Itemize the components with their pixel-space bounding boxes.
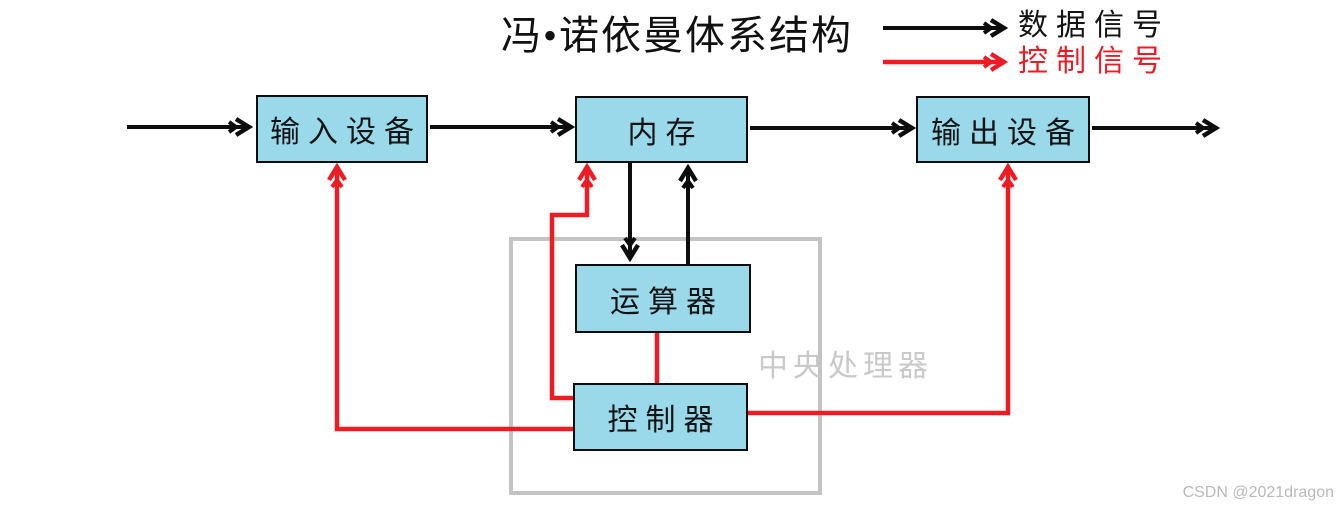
page-title: 冯•诺依曼体系结构	[500, 13, 853, 58]
node-memory-label: 内存	[627, 116, 704, 150]
node-input-device-label: 输入设备	[270, 116, 422, 149]
node-input-device: 输入设备	[256, 95, 428, 163]
node-output-device: 输出设备	[916, 96, 1090, 163]
cu-to-input-control-line	[337, 167, 576, 432]
cpu-group-label: 中央处理器	[758, 350, 933, 383]
node-arithmetic-unit: 运算器	[575, 264, 751, 333]
node-arithmetic-unit-label: 运算器	[610, 285, 724, 319]
legend-label-control-signal: 控制信号	[1018, 45, 1170, 78]
cu-to-memory-control-line	[549, 167, 587, 401]
node-memory: 内存	[575, 96, 748, 163]
node-control-unit: 控制器	[573, 383, 748, 451]
node-output-device-label: 输出设备	[931, 116, 1083, 150]
legend-label-data-signal: 数据信号	[1018, 9, 1170, 42]
node-control-unit-label: 控制器	[607, 404, 722, 437]
watermark: CSDN @2021dragon	[1182, 484, 1334, 501]
cpu-boundary-box	[509, 237, 822, 495]
cu-to-output-control-line	[746, 167, 1008, 416]
